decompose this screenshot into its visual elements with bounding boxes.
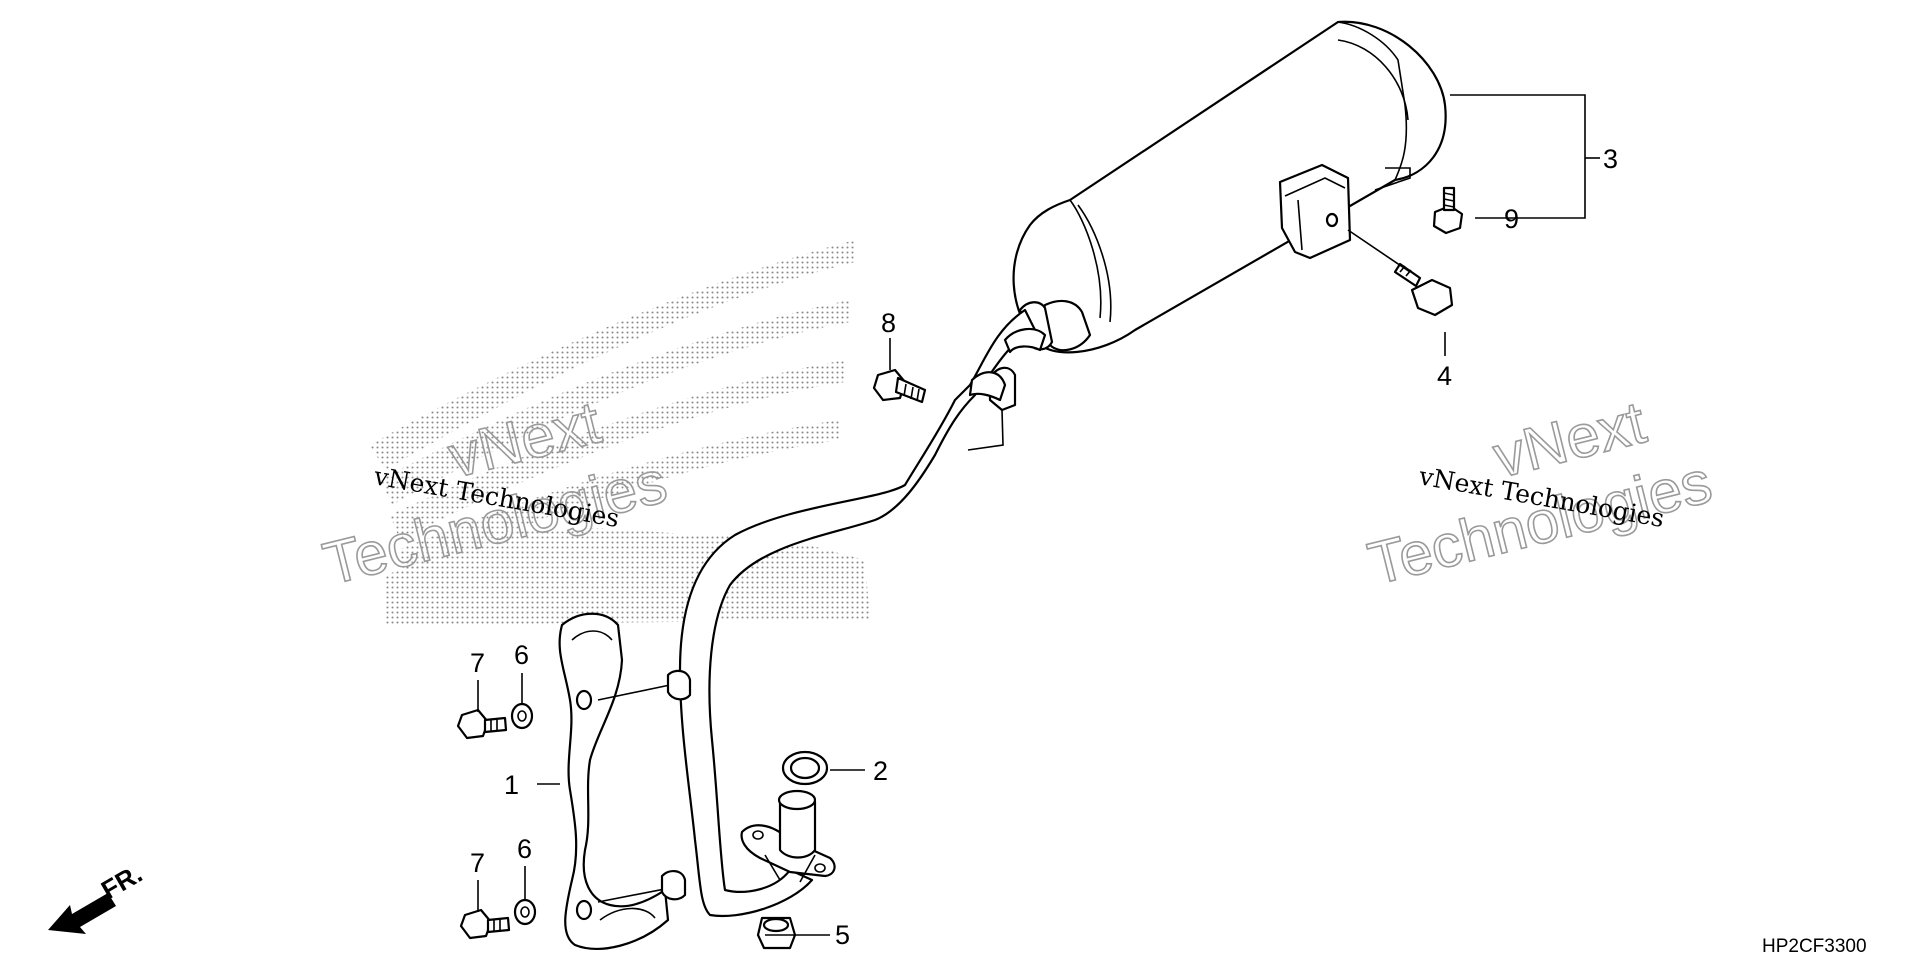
gasket-drawing <box>781 750 829 786</box>
flange-nut-drawing <box>756 916 797 950</box>
callout-2: 2 <box>873 756 888 786</box>
muffler-drawing <box>1012 20 1447 354</box>
callout-6-upper: 6 <box>514 640 529 670</box>
heat-shield-drawing <box>558 612 692 950</box>
callout-8: 8 <box>881 308 896 338</box>
bolt-7-upper-drawing <box>456 708 508 740</box>
front-arrow-icon <box>48 893 116 934</box>
bolt-9-drawing <box>1432 186 1464 235</box>
bolt-8-drawing <box>872 368 927 404</box>
callout-3: 3 <box>1603 144 1618 174</box>
callout-6-lower: 6 <box>517 834 532 864</box>
callout-5: 5 <box>835 920 850 950</box>
callout-7-upper: 7 <box>470 648 485 678</box>
front-direction-indicator: FR. <box>48 858 147 934</box>
callout-9: 9 <box>1504 204 1519 234</box>
watermark-right: vNext Technologies vNext Technologies <box>1361 388 1719 599</box>
bolt-4-drawing <box>1347 229 1454 317</box>
callout-4: 4 <box>1437 361 1452 391</box>
diagram-code: HP2CF3300 <box>1762 936 1867 957</box>
washer-6-upper-drawing <box>510 702 534 730</box>
pipe-flange-drawing <box>740 789 836 883</box>
leader-lines <box>477 94 1600 936</box>
bolt-7-lower-drawing <box>459 908 511 940</box>
exhaust-pipe-drawing <box>678 308 1047 917</box>
callout-1: 1 <box>504 770 519 800</box>
callout-7-lower: 7 <box>470 848 485 878</box>
washer-6-lower-drawing <box>513 898 537 926</box>
callouts: 3 9 4 8 2 5 1 7 6 7 6 <box>470 144 1618 950</box>
